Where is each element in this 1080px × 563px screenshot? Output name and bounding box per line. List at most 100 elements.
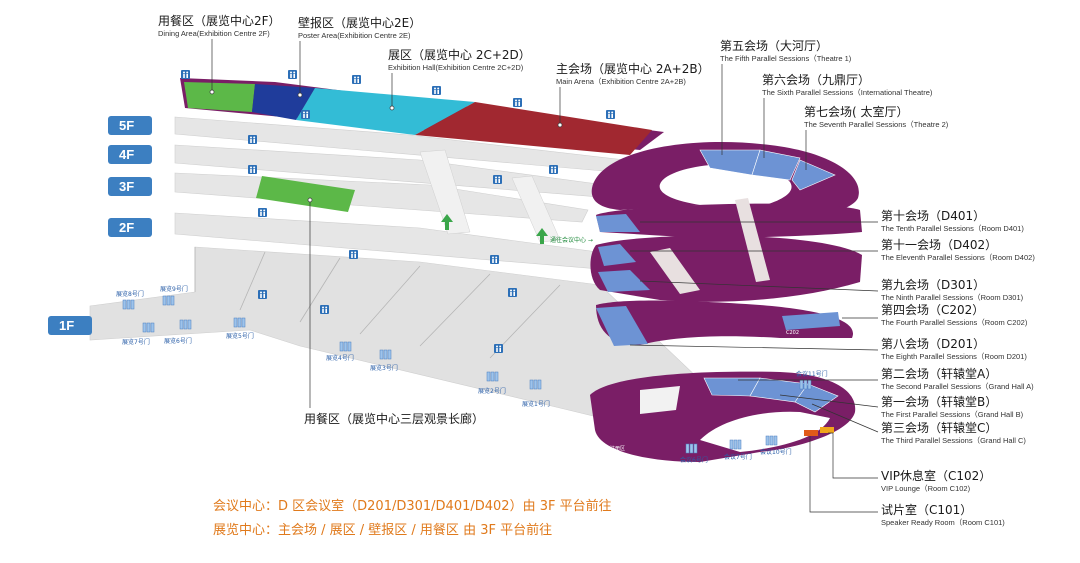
gate-label: 展览4号门 [326,354,354,362]
registration-area [640,386,680,414]
label-ninth-session: 第九会场（D301） The Ninth Parallel Sessions（R… [639,278,1024,302]
svg-text:The Fourth Parallel Sessions（R: The Fourth Parallel Sessions（Room C202) [881,318,1028,327]
svg-text:C202: C202 [786,330,799,336]
restroom-icon [606,110,615,119]
svg-text:通往会议中心 →: 通往会议中心 → [550,236,593,244]
label-third-session: 第三会场（轩辕堂C） The Third Parallel Sessions（G… [811,403,1026,445]
svg-text:第九会场（D301）: 第九会场（D301） [881,278,985,292]
restroom-icon [248,135,257,144]
room-d301[interactable] [598,270,650,292]
svg-text:The Ninth Parallel Sessions（Ro: The Ninth Parallel Sessions（Room D301) [881,293,1024,302]
label-eighth-session: 第八会场（D201） The Eighth Parallel Sessions（… [629,337,1027,361]
restroom-icon [181,70,190,79]
restroom-icon [320,305,329,314]
svg-text:The Seventh Parallel Sessions（: The Seventh Parallel Sessions（Theatre 2) [804,120,949,129]
restroom-icon [258,208,267,217]
restroom-icon [493,175,502,184]
conference-3f [590,235,862,302]
svg-text:第十会场（D401）: 第十会场（D401） [881,209,985,223]
stair-bridge [419,149,471,235]
label-eleventh-session: 第十一会场（D402） The Eleventh Parallel Sessio… [630,238,1035,262]
label-tenth-session: 第十会场（D401） The Tenth Parallel Sessions（R… [640,209,1024,233]
arrow-up-icon [536,228,548,244]
svg-text:第七会场( 太室厅）: 第七会场( 太室厅） [804,104,909,119]
room-c202[interactable] [782,312,840,330]
restroom-icon [258,290,267,299]
hall-dividers [239,251,266,311]
svg-text:Main Arena（Exhibition Centre 2: Main Arena（Exhibition Centre 2A+2B) [556,77,686,86]
room-d201[interactable] [596,306,648,346]
note-exhibition-centre: 展览中心：主会场 / 展区 / 壁报区 / 用餐区 由 3F 平台前往 [213,523,553,538]
gate-label: 展览6号门 [164,337,192,345]
svg-text:第四会场（C202）: 第四会场（C202） [881,303,984,317]
svg-text:VIP Lounge（Room C102): VIP Lounge（Room C102) [881,484,971,493]
label-dining-area: 用餐区（展览中心2F） Dining Area(Exhibition Centr… [158,13,281,95]
dining-area-zone[interactable] [184,82,255,112]
svg-text:2F: 2F [119,220,134,235]
restroom-icon [494,344,503,353]
svg-text:第八会场（D201）: 第八会场（D201） [881,337,985,351]
main-arena-zone[interactable] [415,102,652,155]
svg-text:第二会场（轩辕堂A）: 第二会场（轩辕堂A） [881,366,997,381]
svg-text:The Sixth Parallel Sessions（In: The Sixth Parallel Sessions（Internationa… [762,88,933,97]
label-fourth-session: 第四会场（C202） The Fourth Parallel Sessions（… [842,303,1028,327]
restroom-icon [301,110,310,119]
gate-label: 会议10号门 [760,448,792,456]
svg-text:The Tenth Parallel Sessions（Ro: The Tenth Parallel Sessions（Room D401) [881,224,1024,233]
svg-text:The Fifth Parallel Sessions（Th: The Fifth Parallel Sessions（Theatre 1) [720,54,852,63]
restroom-icon [349,250,358,259]
svg-text:4F: 4F [119,147,134,162]
room-d402[interactable] [598,244,636,266]
svg-text:The Eighth Parallel Sessions（R: The Eighth Parallel Sessions（Room D201) [881,352,1027,361]
gate-label: 展览2号门 [478,387,506,395]
label-second-session: 第二会场（轩辕堂A） The Second Parallel Sessions（… [738,366,1034,391]
svg-text:主会场（展览中心 2A+2B）: 主会场（展览中心 2A+2B） [556,61,710,76]
svg-text:用餐区（展览中心2F）: 用餐区（展览中心2F） [158,13,281,28]
svg-text:第六会场（九鼎厅）: 第六会场（九鼎厅） [762,73,870,87]
gate-label: 展览8号门 [116,290,144,298]
label-first-session: 第一会场（轩辕堂B） The First Parallel Sessions（G… [779,394,1024,419]
label-fifth-session: 第五会场（大河厅） The Fifth Parallel Sessions（Th… [720,39,852,155]
svg-text:注册区: 注册区 [610,445,625,452]
svg-text:5F: 5F [119,118,134,133]
restroom-icon [432,86,441,95]
room-grand-hall-c[interactable] [794,383,839,413]
floor-badge-3f[interactable]: 3F [108,177,152,196]
svg-text:壁报区（展览中心2E）: 壁报区（展览中心2E） [298,15,421,30]
gate-label: 展览9号门 [160,285,188,293]
restroom-icon [549,165,558,174]
room-c102[interactable] [820,427,834,433]
gate-label: 展览7号门 [122,338,150,346]
room-theatre-2[interactable] [791,159,836,191]
label-main-arena: 主会场（展览中心 2A+2B） Main Arena（Exhibition Ce… [556,61,710,128]
svg-text:第十一会场（D402）: 第十一会场（D402） [881,238,997,252]
svg-text:试片室（C101）: 试片室（C101） [881,502,972,517]
label-seventh-session: 第七会场( 太室厅） The Seventh Parallel Sessions… [804,104,949,170]
svg-text:1F: 1F [59,318,74,333]
svg-text:用餐区（展览中心三层观景长廊）: 用餐区（展览中心三层观景长廊） [304,411,484,426]
svg-text:The Third Parallel Sessions（: The Third Parallel Sessions（Grand Hall C… [881,436,1026,445]
label-vip-lounge: VIP休息室（C102） VIP Lounge（Room C102) [828,432,991,493]
room-theatre-1[interactable] [699,149,761,176]
svg-text:展区（展览中心 2C+2D）: 展区（展览中心 2C+2D） [388,47,531,62]
floor-badge-2f[interactable]: 2F [108,218,152,237]
gate-label: 会议7号门 [724,453,752,461]
room-d401[interactable] [596,214,640,232]
conference-4f-d401 [596,203,862,238]
svg-text:Exhibition Hall(Exhibition Cen: Exhibition Hall(Exhibition Centre 2C+2D) [388,63,524,72]
dining-corridor-zone[interactable] [256,176,355,212]
exhibition-hall-zone[interactable] [296,88,475,135]
restroom-icon [352,75,361,84]
svg-text:Speaker Ready Room（Room C101): Speaker Ready Room（Room C101) [881,518,1005,527]
restroom-icon [248,165,257,174]
svg-text:3F: 3F [119,179,134,194]
gate-label: 会议6号门 [680,456,708,464]
floor-badge-1f[interactable]: 1F [48,316,92,335]
room-c101[interactable] [804,430,818,436]
svg-text:The Second Parallel Sessions（G: The Second Parallel Sessions（Grand Hall … [881,382,1034,391]
arrow-up-icon [441,214,453,230]
note-conference-centre: 会议中心：D 区会议室（D201/D301/D401/D402）由 3F 平台前… [213,499,612,514]
floor-badge-5f[interactable]: 5F [108,116,152,135]
floor-badge-4f[interactable]: 4F [108,145,152,164]
svg-text:第五会场（大河厅）: 第五会场（大河厅） [720,39,828,53]
